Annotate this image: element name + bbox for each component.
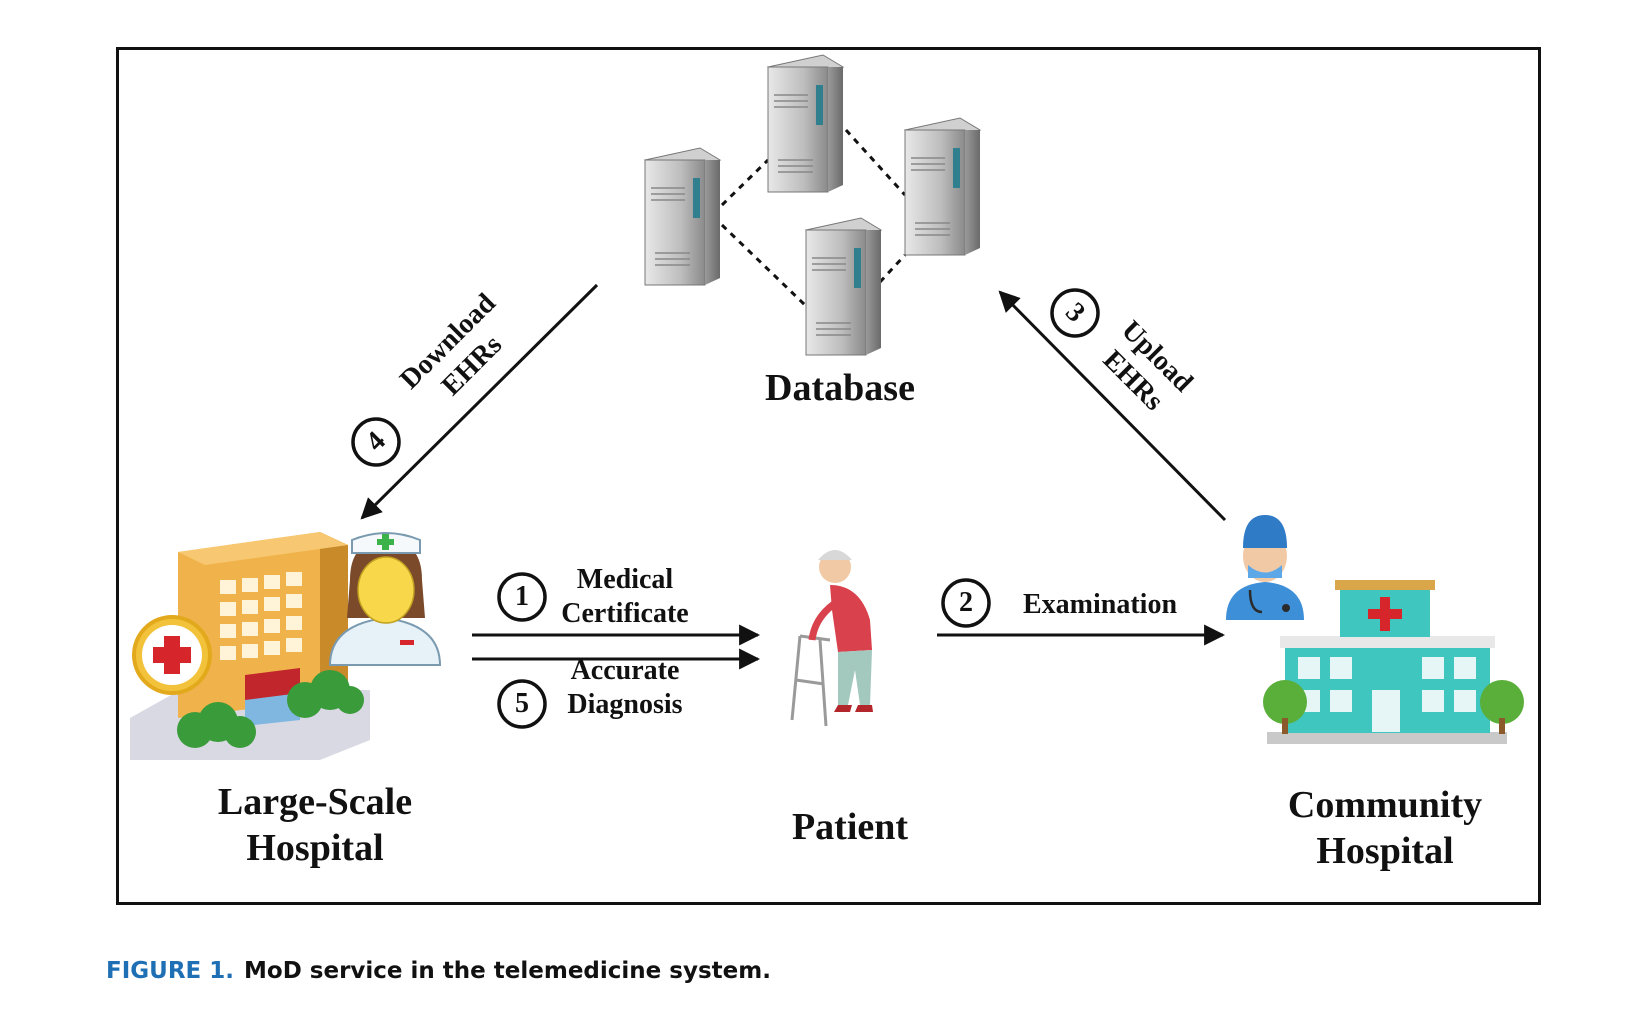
step-1-label-line1: Medical	[576, 564, 674, 595]
large-hospital-icon	[130, 532, 370, 760]
step-5-label-line2: Diagnosis	[567, 688, 683, 720]
server-icon	[903, 117, 982, 256]
patient-icon	[790, 550, 873, 727]
figure-number: FIGURE 1.	[106, 958, 234, 984]
figure-caption: FIGURE 1. MoD service in the telemedicine…	[106, 958, 771, 984]
figure-caption-text: MoD service in the telemedicine system.	[244, 958, 771, 984]
large-hospital-label-line2: Hospital	[246, 826, 384, 869]
step-1-number: 1	[515, 581, 529, 612]
patient-label: Patient	[791, 806, 909, 848]
community-hospital-label-line1: Community	[1287, 784, 1483, 826]
arrow-download	[360, 283, 599, 520]
step-2-circle	[941, 578, 991, 628]
arrow-upload	[998, 290, 1227, 522]
step-5-number: 5	[515, 688, 529, 719]
server-icon	[804, 217, 883, 356]
community-hospital-label-line2: Hospital	[1316, 829, 1454, 872]
server-icon	[766, 54, 845, 193]
diagram-frame	[116, 47, 1541, 905]
database-servers-icon	[643, 54, 982, 356]
step-circles	[351, 288, 1100, 729]
nurse-icon	[328, 532, 442, 666]
server-icon	[643, 147, 722, 286]
step-1-label-line2: Certificate	[561, 597, 689, 629]
large-hospital-label: Large-Scale Hospital	[180, 780, 450, 871]
step-2-number: 2	[959, 587, 973, 618]
community-hospital-label: Community Hospital	[1250, 783, 1520, 874]
large-hospital-label-line1: Large-Scale	[217, 781, 413, 823]
community-hospital-icon	[1263, 580, 1524, 744]
step-3-circle	[1050, 288, 1100, 338]
step-2-label: Examination	[1022, 589, 1178, 620]
step-5-label: Accurate Diagnosis	[540, 654, 710, 721]
step-5-circle	[497, 679, 547, 729]
step-4-circle	[351, 417, 401, 467]
doctor-icon	[1226, 515, 1304, 620]
step-1-label: Medical Certificate	[540, 563, 710, 630]
database-label: Database	[765, 367, 915, 409]
step-1-circle	[497, 572, 547, 622]
step-5-label-line1: Accurate	[570, 655, 680, 686]
